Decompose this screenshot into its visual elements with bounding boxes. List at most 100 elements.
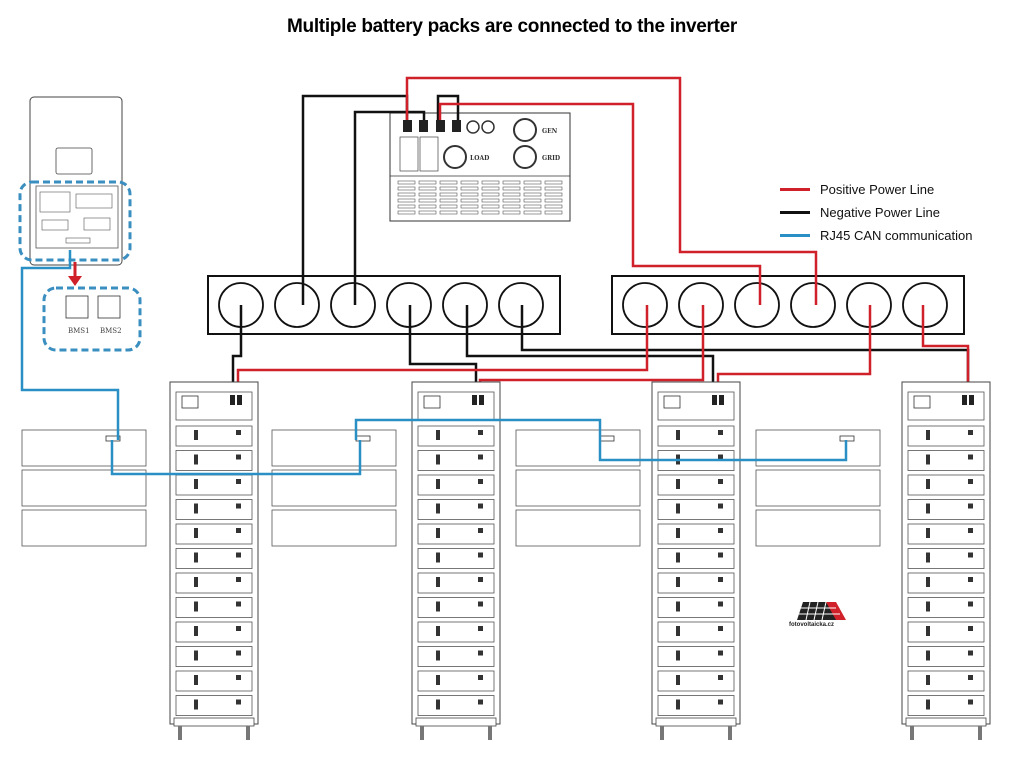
positive-power-line [921, 305, 970, 396]
busbar-terminal [734, 282, 780, 328]
bms1-port[interactable] [65, 295, 89, 319]
vent-slot [460, 186, 479, 191]
bms2-label: BMS2 [100, 327, 122, 335]
vent-slot [439, 198, 458, 203]
vent-slot [523, 192, 542, 197]
battery-module-group [271, 429, 397, 547]
vent-slot [460, 192, 479, 197]
vent-slot [544, 204, 563, 209]
battery-module [175, 621, 253, 643]
battery-unit [271, 469, 397, 507]
gen-label: GEN [542, 128, 558, 135]
battery-module [657, 695, 735, 716]
vent-slot [544, 180, 563, 185]
positive-power-line [405, 76, 818, 305]
negative-terminal [712, 395, 717, 405]
battery-stack [651, 381, 741, 740]
stack-foot [728, 726, 732, 740]
vent-slot [439, 192, 458, 197]
positive-line-swatch [780, 188, 810, 191]
busbar-terminal [330, 282, 376, 328]
vent-slot [397, 210, 416, 215]
busbar-terminal [274, 282, 320, 328]
can-port [355, 435, 371, 442]
battery-stack [901, 381, 991, 740]
vent-slot [418, 192, 437, 197]
arrow-down-icon [68, 276, 82, 286]
negative-busbar [207, 275, 561, 335]
battery-module-group [755, 429, 881, 547]
battery-module [907, 548, 985, 569]
inverter: BMS1 BMS2 [18, 96, 142, 352]
battery-unit [271, 509, 397, 547]
negative-power-line [353, 110, 426, 305]
battery-stack [411, 381, 501, 740]
controller-display [423, 395, 441, 409]
battery-module [417, 695, 495, 716]
vent-slot [439, 186, 458, 191]
controller-display [663, 395, 681, 409]
stack-foot [488, 726, 492, 740]
battery-module [907, 621, 985, 643]
vent-slot [481, 192, 500, 197]
battery-module-group [515, 429, 641, 547]
battery-module [417, 450, 495, 471]
stack-foot [420, 726, 424, 740]
vent-slot [523, 198, 542, 203]
vent-slot [439, 204, 458, 209]
negative-power-line [408, 305, 478, 396]
battery-unit [21, 469, 147, 507]
can-communication-line [110, 440, 362, 476]
battery-module [417, 425, 495, 447]
battery-module [175, 646, 253, 667]
battery-module [657, 597, 735, 618]
stack-foot [910, 726, 914, 740]
vent-slot [397, 186, 416, 191]
can-line-swatch [780, 234, 810, 237]
vent-slot [481, 210, 500, 215]
positive-terminal [719, 395, 724, 405]
battery-module [417, 621, 495, 643]
positive-terminal [969, 395, 974, 405]
vent-slot [523, 186, 542, 191]
can-communication-line [598, 440, 848, 462]
negative-terminal [230, 395, 235, 405]
vent-slot [481, 180, 500, 185]
grid-label: GRID [542, 155, 560, 162]
bms2-port[interactable] [97, 295, 121, 319]
busbar-terminal [902, 282, 948, 328]
vent-slot [502, 192, 521, 197]
vent-slot [481, 198, 500, 203]
battery-module [657, 670, 735, 692]
stack-foot [660, 726, 664, 740]
busbar-terminal [790, 282, 836, 328]
legend-item-negative: Negative Power Line [780, 201, 972, 224]
battery-module [175, 474, 253, 496]
load-label: LOAD [470, 155, 489, 162]
vent-slot [481, 186, 500, 191]
battery-module [907, 499, 985, 520]
vent-slot [439, 180, 458, 185]
vent-slot [460, 204, 479, 209]
legend-item-can: RJ45 CAN communication [780, 224, 972, 247]
battery-module [417, 474, 495, 496]
legend: Positive Power Line Negative Power Line … [780, 178, 972, 247]
vent-slot [523, 180, 542, 185]
battery-module [657, 499, 735, 520]
battery-module [907, 474, 985, 496]
vent-slot [460, 180, 479, 185]
battery-module-group [21, 429, 147, 547]
battery-unit [755, 469, 881, 507]
battery-module [417, 646, 495, 667]
battery-module [175, 523, 253, 545]
battery-module [175, 670, 253, 692]
bms1-label: BMS1 [68, 327, 90, 335]
battery-module [417, 670, 495, 692]
battery-module [175, 695, 253, 716]
vent-slot [418, 210, 437, 215]
logo-text: fotovoltaicka.cz [789, 622, 835, 628]
vent-slot [418, 198, 437, 203]
vent-slot [418, 186, 437, 191]
battery-module [907, 646, 985, 667]
controller-display [913, 395, 931, 409]
